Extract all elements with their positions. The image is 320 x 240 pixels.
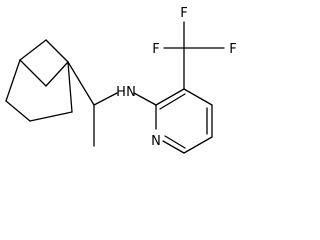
bond [67, 61, 95, 106]
bond [67, 61, 73, 113]
bond [155, 88, 185, 106]
bond [19, 59, 47, 87]
bond [183, 136, 213, 154]
fluorine-left-label: F [152, 42, 159, 57]
amine-nitrogen-label: N [126, 85, 136, 100]
bond [164, 135, 186, 149]
bond [5, 100, 31, 122]
ring-nitrogen-label: N [151, 134, 161, 149]
pyridine-ring [155, 88, 213, 154]
bond [19, 39, 47, 61]
bond [133, 92, 157, 106]
fluorine-top-label: F [180, 6, 187, 21]
bond [93, 92, 118, 106]
bond [45, 39, 69, 63]
structure-diagram: F F F H N N [5, 6, 237, 154]
ethyl-linker [93, 92, 157, 147]
trifluoromethyl-group [163, 21, 225, 90]
bond [5, 59, 21, 102]
bond [183, 88, 213, 106]
bond [159, 93, 186, 110]
fluorine-right-label: F [229, 42, 236, 57]
amine-hydrogen-label: H [116, 85, 126, 100]
norbornane-fragment [5, 39, 95, 122]
bond [162, 140, 185, 154]
bond [45, 61, 69, 87]
bond [29, 111, 73, 122]
molecule-drawing: F F F H N N [5, 6, 237, 154]
